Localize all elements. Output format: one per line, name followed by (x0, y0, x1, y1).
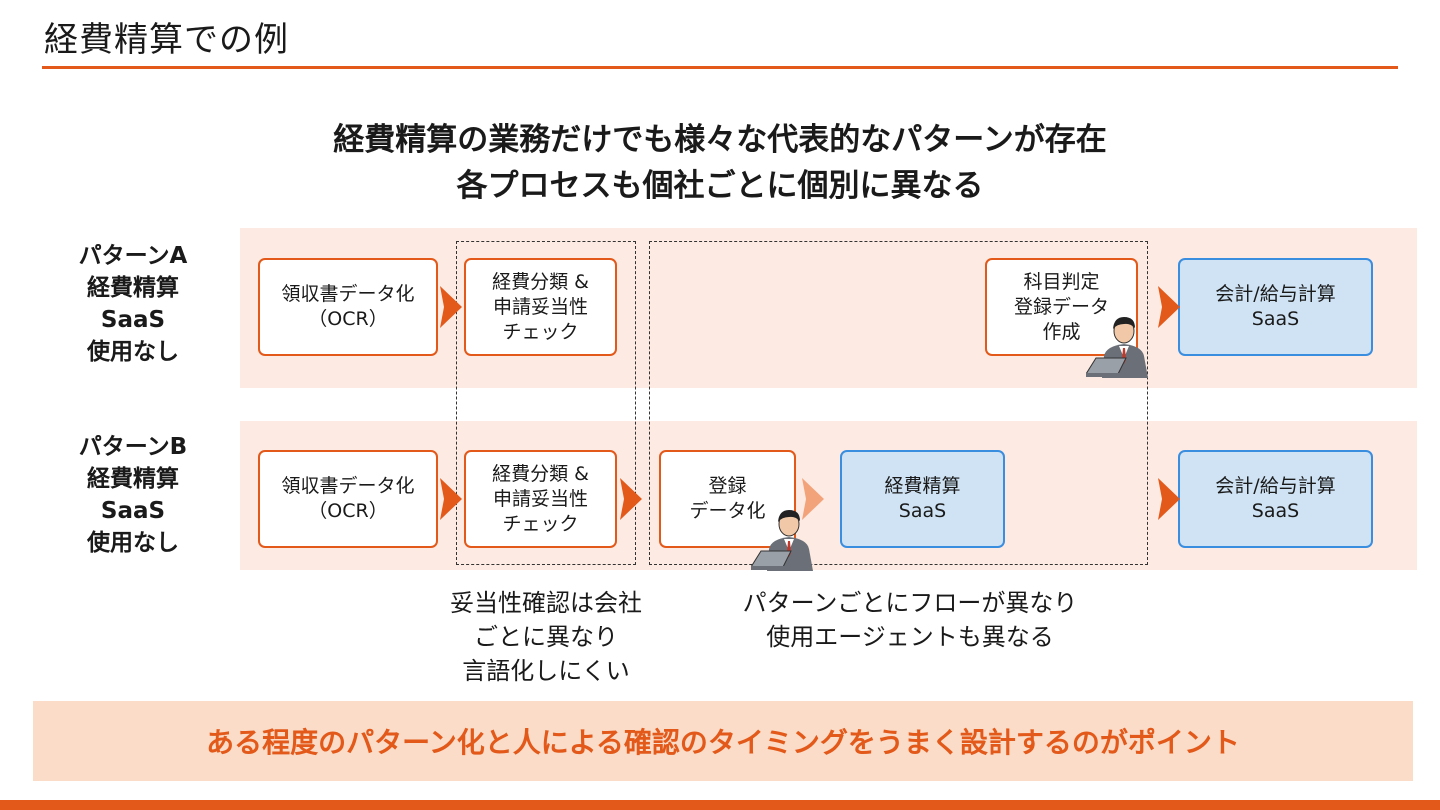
chevron-right-icon (802, 478, 824, 520)
box-text: データ化 (689, 500, 766, 522)
pattern-a-accounting-saas-box: 会計/給与計算 SaaS (1178, 258, 1373, 356)
box-text: 申請妥当性 (492, 295, 588, 318)
validation-note: 妥当性確認は会社 ごとに異なり 言語化しにくい (396, 586, 696, 688)
chevron-right-icon (1158, 478, 1180, 520)
key-point-banner: ある程度のパターン化と人による確認のタイミングをうまく設計するのがポイント (33, 701, 1413, 781)
box-text: 経費精算 (884, 475, 961, 497)
validation-dashed-group (456, 241, 636, 565)
flow-dashed-group (649, 241, 1148, 565)
box-text: 科目判定 (1023, 270, 1100, 293)
pattern-a-label-line: 経費精算 (87, 275, 179, 301)
pattern-a-label: パターンA 経費精算 SaaS 使用なし (33, 240, 233, 368)
pattern-a-check-box: 経費分類 & 申請妥当性 チェック (464, 258, 617, 356)
page-title: 経費精算での例 (44, 20, 289, 60)
flow-note-line: 使用エージェントも異なる (766, 623, 1054, 651)
pattern-a-ocr-box: 領収書データ化 （OCR） (258, 258, 438, 356)
pattern-a-journal-box: 科目判定 登録データ 作成 (985, 258, 1138, 356)
box-text: 領収書データ化 (281, 283, 415, 305)
box-text: （OCR） (308, 500, 388, 522)
title-rule (42, 66, 1398, 69)
box-text: 領収書データ化 (281, 475, 415, 497)
pattern-b-label-line: 経費精算 (87, 466, 179, 492)
pattern-a-label-line: SaaS (100, 307, 166, 333)
box-text: 経費分類 & (492, 462, 589, 485)
person-at-laptop-icon (751, 510, 813, 571)
headline-line-2: 各プロセスも個社ごとに個別に異なる (456, 168, 984, 204)
pattern-b-accounting-saas-box: 会計/給与計算 SaaS (1178, 450, 1373, 548)
box-text: 会計/給与計算 (1215, 283, 1336, 305)
pattern-b-ocr-box: 領収書データ化 （OCR） (258, 450, 438, 548)
pattern-a-label-line: パターンA (78, 243, 188, 269)
person-at-laptop-icon (1086, 317, 1148, 378)
pattern-a-label-line: 使用なし (87, 339, 179, 365)
box-text: SaaS (1251, 500, 1300, 522)
box-text: 経費分類 & (492, 270, 589, 293)
headline-line-1: 経費精算の業務だけでも様々な代表的なパターンが存在 (333, 122, 1107, 158)
box-text: SaaS (1251, 308, 1300, 330)
box-text: チェック (502, 320, 579, 343)
pattern-b-label-line: 使用なし (87, 530, 179, 556)
pattern-b-register-box: 登録 データ化 (659, 450, 796, 548)
box-text: 登録 (708, 475, 747, 497)
chevron-right-icon (1158, 286, 1180, 328)
key-point-text: ある程度のパターン化と人による確認のタイミングをうまく設計するのがポイント (206, 726, 1240, 759)
box-text: チェック (502, 512, 579, 535)
pattern-b-check-box: 経費分類 & 申請妥当性 チェック (464, 450, 617, 548)
box-text: 申請妥当性 (492, 487, 588, 510)
pattern-b-label: パターンB 経費精算 SaaS 使用なし (33, 431, 233, 559)
box-text: 登録データ (1013, 295, 1109, 318)
validation-note-line: ごとに異なり (474, 623, 618, 651)
flow-note-line: パターンごとにフローが異なり (742, 589, 1078, 617)
pattern-b-label-line: SaaS (100, 498, 166, 524)
box-text: （OCR） (308, 308, 388, 330)
pattern-b-expense-saas-box: 経費精算 SaaS (840, 450, 1005, 548)
box-text: 会計/給与計算 (1215, 475, 1336, 497)
pattern-b-label-line: パターンB (78, 434, 188, 460)
chevron-right-icon (620, 478, 642, 520)
footer-bar (0, 800, 1440, 810)
flow-note: パターンごとにフローが異なり 使用エージェントも異なる (700, 586, 1120, 654)
box-text: SaaS (898, 500, 947, 522)
chevron-right-icon (440, 286, 462, 328)
validation-note-line: 妥当性確認は会社 (450, 589, 642, 617)
validation-note-line: 言語化しにくい (462, 657, 630, 685)
box-text: 作成 (1042, 320, 1081, 343)
chevron-right-icon (440, 478, 462, 520)
